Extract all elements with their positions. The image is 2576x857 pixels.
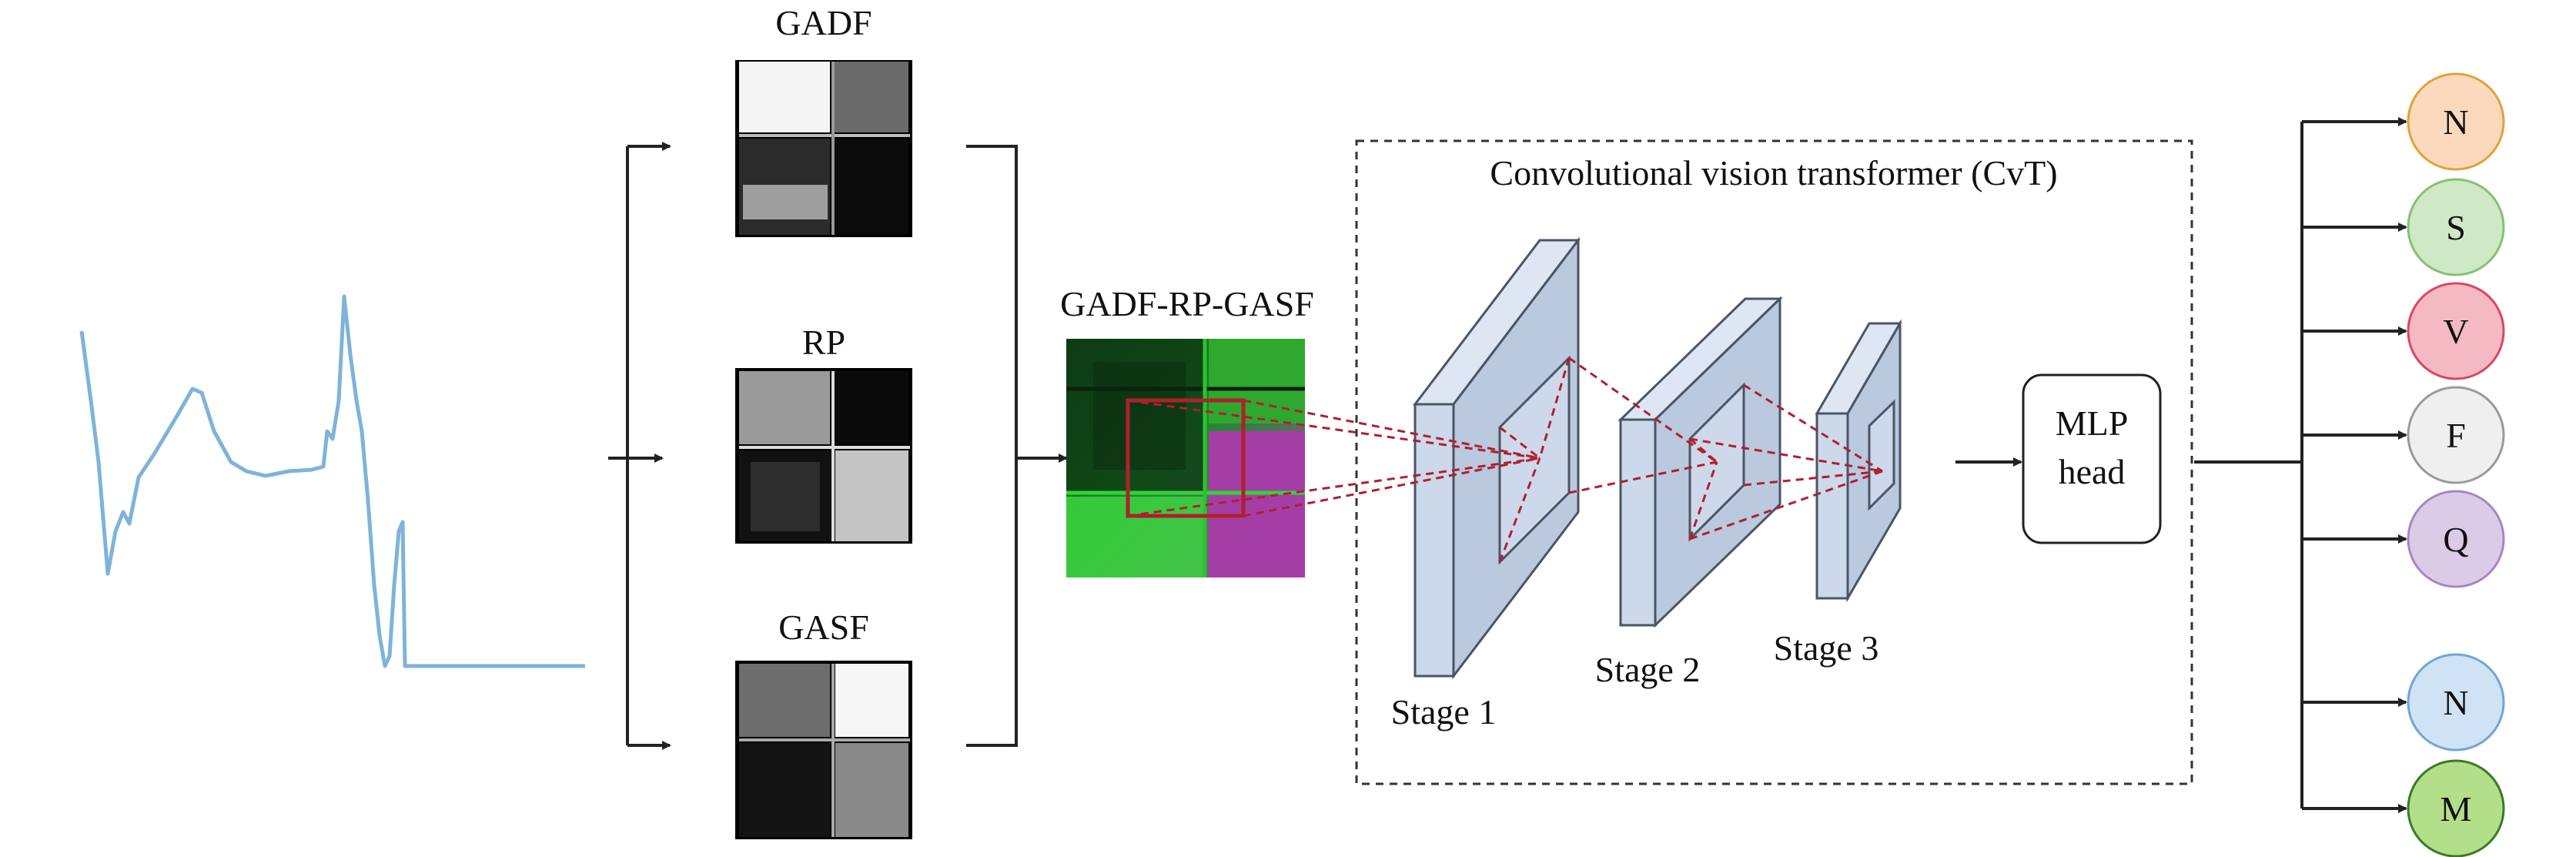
ecg-signal-trace: [79, 294, 585, 668]
stage-3-block: [1815, 319, 1902, 603]
svg-text:F: F: [2446, 416, 2466, 455]
svg-text:M: M: [2441, 789, 2472, 829]
gasf-image: [735, 661, 912, 839]
svg-text:Q: Q: [2443, 520, 2468, 559]
output-class-N-binary: N: [2407, 653, 2505, 752]
output-class-F: F: [2407, 386, 2505, 484]
stage-2-label: Stage 2: [1595, 650, 1701, 689]
fused-image: [1066, 339, 1305, 577]
rp-label: RP: [802, 323, 845, 362]
gadf-image: [735, 60, 912, 237]
output-class-Q: Q: [2407, 490, 2505, 588]
split-arrows: [608, 142, 671, 750]
svg-text:N: N: [2443, 683, 2468, 722]
gadf-label: GADF: [775, 3, 871, 42]
output-class-S: S: [2407, 178, 2505, 276]
stage-2-block: [1618, 296, 1783, 628]
output-class-M: M: [2407, 759, 2505, 857]
stage-3-label: Stage 3: [1774, 628, 1879, 668]
mlp-head-line1: MLP: [2056, 403, 2129, 443]
output-class-N: N: [2407, 72, 2505, 171]
fused-label: GADF-RP-GASF: [1060, 284, 1314, 323]
patch-connectors: [1127, 357, 1883, 563]
output-fanout: [2194, 117, 2407, 813]
cvt-container: [1355, 139, 2193, 785]
stage-1-label: Stage 1: [1391, 692, 1497, 731]
svg-text:N: N: [2443, 102, 2468, 142]
svg-text:V: V: [2443, 312, 2468, 351]
mlp-head-box: [2022, 373, 2162, 544]
merge-bracket: [966, 145, 1068, 747]
cvt-title: Convolutional vision transformer (CvT): [1490, 153, 2057, 192]
mlp-head-line2: head: [2059, 452, 2126, 491]
output-class-V: V: [2407, 282, 2505, 380]
svg-text:S: S: [2446, 208, 2466, 247]
gasf-label: GASF: [778, 608, 869, 647]
rp-image: [735, 368, 912, 544]
stage-1-block: [1412, 236, 1581, 680]
